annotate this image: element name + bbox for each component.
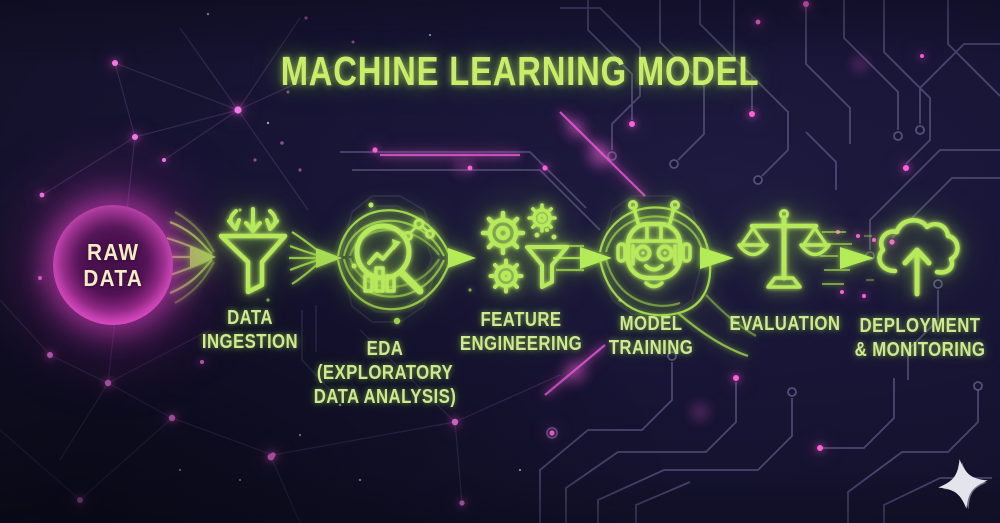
robot-icon: [616, 200, 692, 289]
stage-label-evaluation: EVALUATION: [693, 312, 878, 336]
label-line: DATA ANALYSIS): [313, 386, 457, 408]
stage-label-data-ingestion: DATA INGESTION: [158, 306, 343, 354]
label-line: (EXPLORATORY: [316, 362, 454, 384]
label-line: & MONITORING: [854, 339, 986, 361]
label-line: EDA: [366, 338, 404, 360]
label-line: ENGINEERING: [459, 333, 583, 355]
raw-data-node: RAW DATA: [53, 205, 173, 325]
label-line: FEATURE: [480, 309, 562, 331]
label-line: INGESTION: [201, 331, 299, 353]
magnifier-analysis-icon: [351, 218, 435, 295]
stage-label-model-training: MODEL TRAINING: [559, 312, 744, 360]
cloud-upload-icon: [877, 218, 960, 297]
funnel-ingestion-icon: [218, 207, 288, 295]
stage-label-deployment-monitoring: DEPLOYMENT & MONITORING: [828, 314, 1000, 362]
label-line: DEPLOYMENT: [859, 315, 981, 337]
gears-funnel-icon: [480, 203, 569, 294]
label-line: TRAINING: [608, 337, 694, 359]
stage-label-feature-engineering: FEATURE ENGINEERING: [429, 308, 614, 356]
label-line: EVALUATION: [729, 313, 841, 335]
balance-scale-icon: [737, 209, 831, 289]
raw-label-line: RAW: [86, 239, 140, 265]
stage-label-eda: EDA (EXPLORATORY DATA ANALYSIS): [293, 337, 478, 409]
page-title: MACHINE LEARNING MODEL: [280, 48, 760, 94]
raw-data-label: RAW DATA: [83, 239, 143, 291]
raw-label-line: DATA: [83, 265, 143, 291]
label-line: MODEL: [619, 313, 683, 335]
label-line: DATA: [227, 307, 273, 329]
